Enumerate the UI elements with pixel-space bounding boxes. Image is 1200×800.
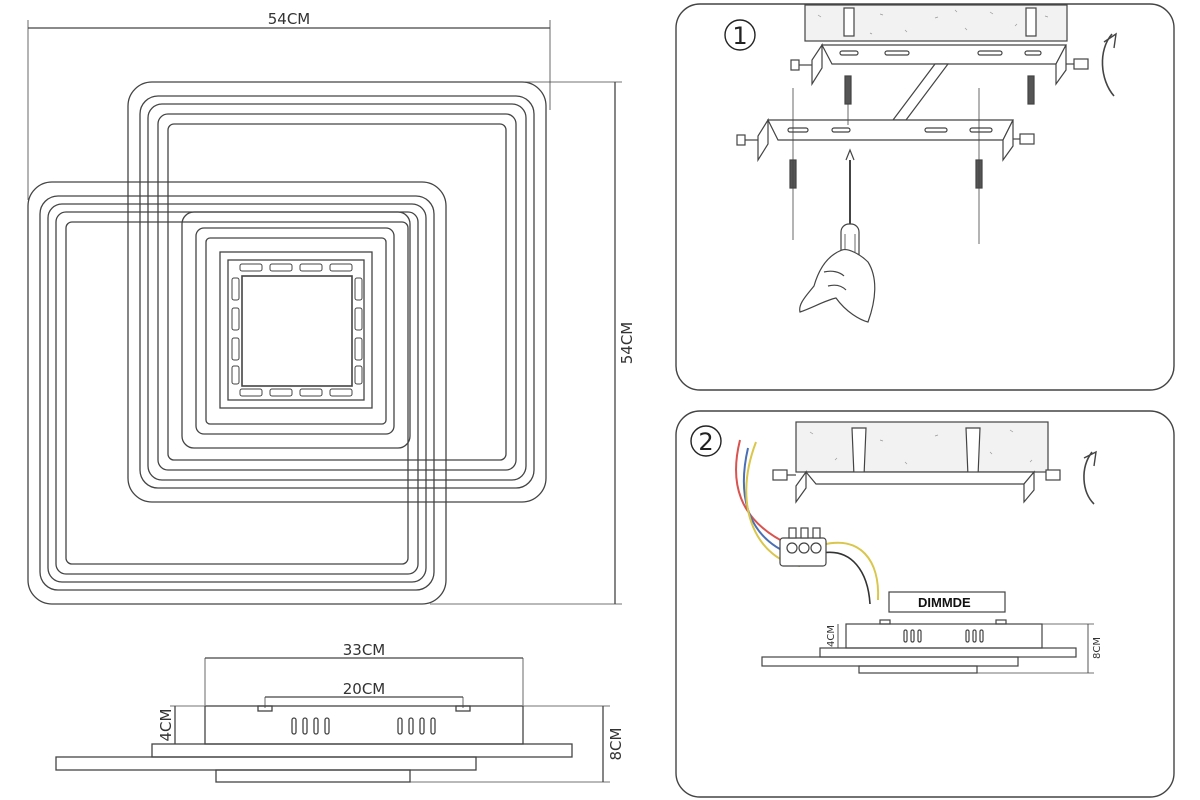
vent-slots bbox=[291, 717, 436, 735]
anchor-left-2 bbox=[851, 427, 867, 477]
total-height-label: 8CM bbox=[607, 728, 625, 761]
driver-label: DIMMDE bbox=[918, 595, 971, 610]
step2-panel: 2 bbox=[675, 410, 1175, 798]
step2-number: 2 bbox=[698, 428, 713, 456]
bracket-arm bbox=[891, 63, 950, 121]
wall-anchor-right bbox=[1025, 7, 1037, 37]
step1-badge bbox=[724, 19, 756, 51]
body-height-label: 4CM bbox=[157, 709, 175, 742]
terminal-block-icon bbox=[779, 527, 827, 567]
lower-panel bbox=[55, 756, 477, 771]
wall-anchor-left bbox=[843, 7, 855, 37]
lower-square-frame bbox=[27, 181, 447, 605]
lower-screws bbox=[736, 133, 1035, 189]
top-height-label: 54CM bbox=[618, 322, 636, 365]
center-square bbox=[181, 211, 411, 449]
mount-width-label: 33CM bbox=[343, 641, 386, 659]
top-width-label: 54CM bbox=[268, 10, 311, 28]
wire-red bbox=[735, 439, 791, 546]
upper-panel bbox=[151, 743, 573, 758]
center-diffuser bbox=[215, 769, 411, 783]
step2-total-height-label: 8CM bbox=[1092, 637, 1103, 659]
ceiling-block-2 bbox=[795, 421, 1049, 473]
upper-panel-2 bbox=[819, 647, 1077, 658]
anchor-right-2 bbox=[965, 427, 981, 477]
driver-box bbox=[888, 591, 1006, 613]
mount-body bbox=[204, 705, 524, 745]
side-view bbox=[55, 657, 610, 783]
screwdriver-hand-icon bbox=[799, 148, 876, 323]
led-chips bbox=[231, 263, 363, 397]
rotate-arrow-icon-2 bbox=[1083, 451, 1095, 505]
lower-panel-2 bbox=[761, 656, 1019, 667]
lamp-body-2 bbox=[845, 623, 1043, 649]
step1-border bbox=[675, 3, 1175, 391]
lower-bracket bbox=[767, 119, 1014, 141]
mount-bracket-2 bbox=[804, 471, 1036, 485]
top-view bbox=[27, 20, 622, 605]
step2-badge bbox=[690, 425, 722, 457]
rotate-arrow-icon bbox=[1101, 33, 1115, 97]
step2-border bbox=[675, 410, 1175, 798]
upper-screws bbox=[790, 58, 1089, 105]
step1-number: 1 bbox=[732, 22, 747, 50]
bracket-width-label: 20CM bbox=[343, 680, 386, 698]
upper-square-frame bbox=[127, 81, 547, 503]
step1-panel: 1 bbox=[675, 3, 1175, 391]
center-diffuser-2 bbox=[858, 665, 978, 674]
vent-slots-2 bbox=[903, 629, 984, 643]
step2-body-height-label: 4CM bbox=[826, 625, 837, 647]
